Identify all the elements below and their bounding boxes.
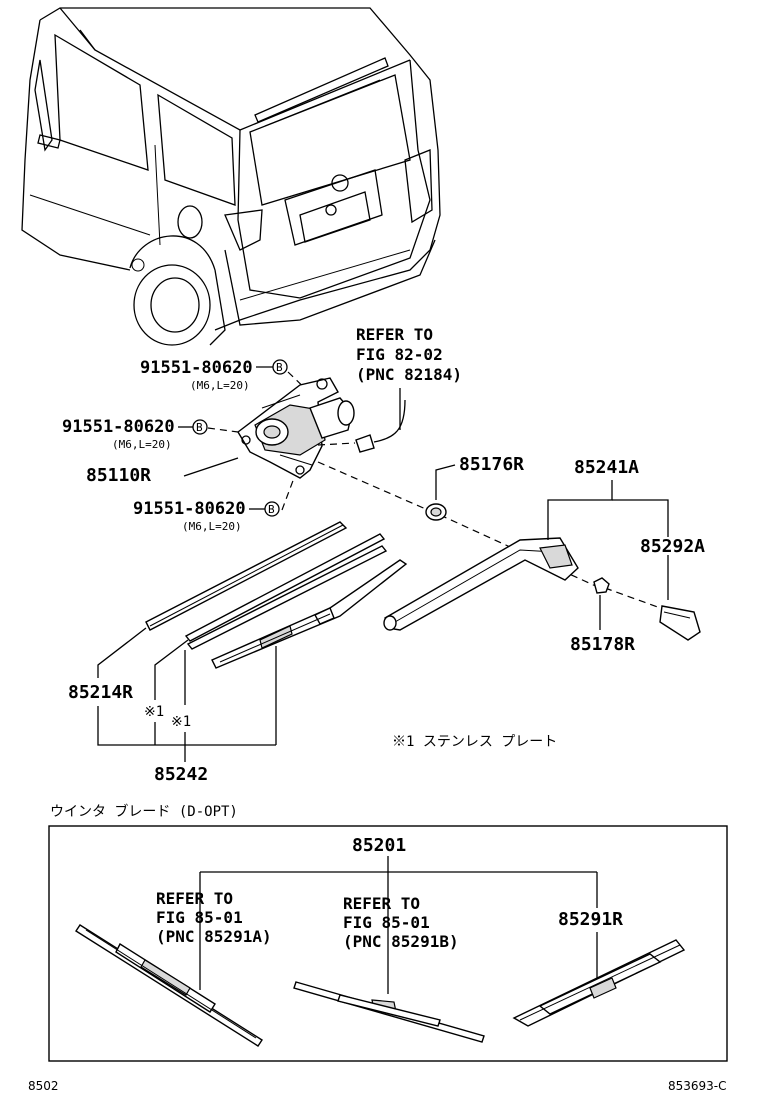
- winter-blade-part-number: 85291R: [558, 909, 623, 930]
- stainless-plate-1: [184, 533, 386, 642]
- bolt-mark-icon: [192, 419, 208, 435]
- vehicle-rear-illustration: [21, 7, 441, 346]
- bolt-callout-top: 91551-80620 B (M6,L=20): [140, 358, 313, 396]
- motor-part-number: 85110R: [86, 465, 151, 486]
- refer-motor-line1: REFER TO: [356, 325, 433, 344]
- refer-motor-line3: (PNC 82184): [356, 365, 462, 384]
- stainless-mark-2: ※1: [171, 714, 191, 730]
- rear-wiper-motor: [237, 377, 406, 479]
- bolt-spec: (M6,L=20): [112, 438, 172, 451]
- bolt-part-number: 91551-80620: [133, 499, 246, 519]
- refer-blade-a-line3: (PNC 85291A): [156, 927, 272, 946]
- bolt-spec: (M6,L=20): [190, 379, 250, 392]
- stainless-plate-2: [186, 545, 388, 650]
- footer-illustration-id: 853693-C: [668, 1079, 727, 1093]
- refer-blade-a-line2: FIG 85-01: [156, 908, 243, 927]
- pivot-cap: 85176R: [425, 454, 524, 521]
- refer-blade-a-line1: REFER TO: [156, 889, 233, 908]
- cap-part-number: 85176R: [459, 454, 524, 475]
- svg-text:B: B: [268, 503, 275, 516]
- refer-blade-b-line3: (PNC 85291B): [343, 932, 459, 951]
- arm-cover: 85292A: [640, 536, 705, 641]
- bolt-part-number: 91551-80620: [140, 358, 253, 378]
- blade-frame: [211, 559, 408, 669]
- svg-text:B: B: [276, 361, 283, 374]
- refer-motor-line2: FIG 82-02: [356, 345, 443, 364]
- wiper-arm: 85241A: [383, 457, 669, 631]
- bolt-spec: (M6,L=20): [182, 520, 242, 533]
- bolt-callout-middle: 91551-80620 B (M6,L=20): [62, 417, 239, 451]
- blade-assy-part-number: 85242: [154, 764, 208, 785]
- bolt-mark-icon: [272, 359, 288, 375]
- refer-blade-b-line1: REFER TO: [343, 894, 420, 913]
- nut-part-number: 85178R: [570, 634, 635, 655]
- winter-blade-heading: ウインタ ブレード (D-OPT): [50, 803, 238, 820]
- blade-rubber: [145, 521, 348, 631]
- bolt-part-number: 91551-80620: [62, 417, 175, 437]
- stainless-note: ※1 ステンレス プレート: [392, 734, 557, 750]
- winter-blade-a: [75, 924, 263, 1047]
- svg-text:B: B: [196, 421, 203, 434]
- stainless-mark-1: ※1: [144, 704, 164, 720]
- blade-rubber-part-number: 85214R: [68, 682, 133, 703]
- bolt-mark-icon: [264, 501, 280, 517]
- footer-figure-number: 8502: [28, 1079, 59, 1093]
- winter-blade-b: [293, 981, 485, 1043]
- refer-blade-b-line2: FIG 85-01: [343, 913, 430, 932]
- arm-part-number: 85241A: [574, 457, 639, 478]
- pivot-nut: 85178R: [570, 577, 635, 655]
- winter-blade-frame: [48, 825, 728, 1062]
- bolt-callout-bottom: 91551-80620 B (M6,L=20): [133, 477, 295, 533]
- winter-blade-r: [512, 939, 686, 1027]
- winter-set-part-number: 85201: [352, 835, 406, 856]
- arm-cover-part-number: 85292A: [640, 536, 705, 557]
